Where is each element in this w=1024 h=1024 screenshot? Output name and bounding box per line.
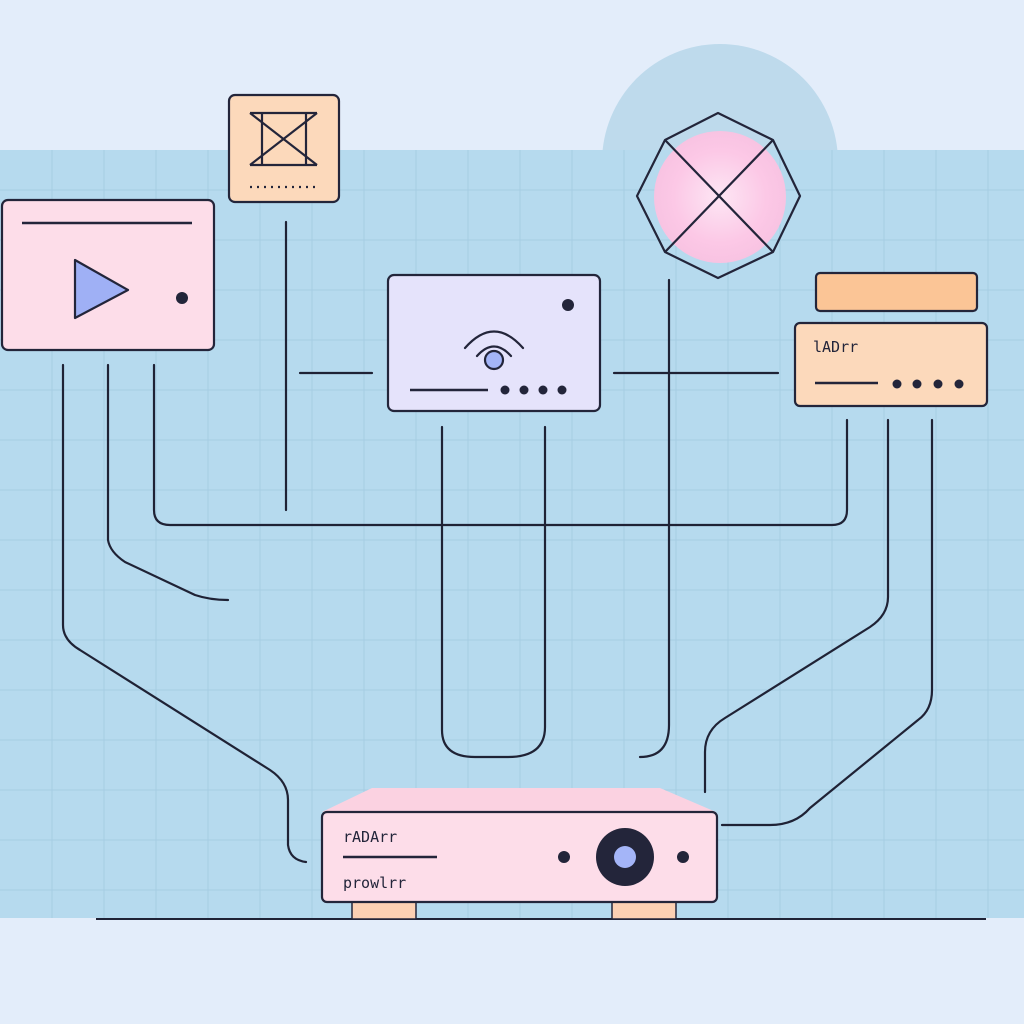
server-node[interactable]: rADArr prowlrr: [320, 788, 719, 920]
server-led-left: [558, 851, 570, 863]
wire-ladarr-server-b: [720, 418, 934, 827]
wire-ladarr-server-a: [703, 418, 890, 794]
server-label-top: rADArr: [343, 828, 397, 846]
speaker-center: [614, 846, 636, 868]
ladarr-box: [793, 321, 989, 408]
server-label-bottom: prowlrr: [343, 874, 406, 892]
ladarr-header-bar: [814, 271, 979, 313]
network-device-status-dot: [562, 299, 574, 311]
media-player-status-dot: [176, 292, 188, 304]
wifi-center-dot: [483, 349, 505, 371]
network-device-box: [386, 273, 602, 413]
crossed-hexagon-icon: [635, 111, 802, 280]
download-client-box: [227, 93, 341, 204]
download-client-node[interactable]: [227, 93, 341, 204]
connection-wires: [61, 220, 934, 864]
indexer-cross-b: [664, 139, 774, 253]
server-led-right: [677, 851, 689, 863]
ladarr-label: lADrr: [813, 338, 858, 356]
server-foot-left: [351, 901, 417, 920]
wire-network-loop: [440, 425, 547, 759]
wifi-icon: [463, 330, 525, 358]
media-player-box: [0, 198, 216, 352]
network-device-node[interactable]: [386, 273, 602, 413]
wire-indexer: [638, 278, 671, 759]
wire-player-mid: [106, 363, 230, 602]
ladarr-node[interactable]: lADrr: [793, 271, 989, 408]
indexer-node[interactable]: [635, 111, 802, 280]
play-icon[interactable]: [73, 258, 130, 320]
server-foot-right: [611, 901, 677, 920]
media-player-node[interactable]: [0, 198, 216, 352]
network-device-dots: [500, 385, 567, 395]
wire-player-ladarr: [152, 363, 849, 527]
wire-player-server: [61, 363, 308, 864]
ladarr-dots: [892, 379, 964, 389]
server-top-face: [322, 788, 716, 812]
cross-box-icon: [249, 111, 318, 167]
